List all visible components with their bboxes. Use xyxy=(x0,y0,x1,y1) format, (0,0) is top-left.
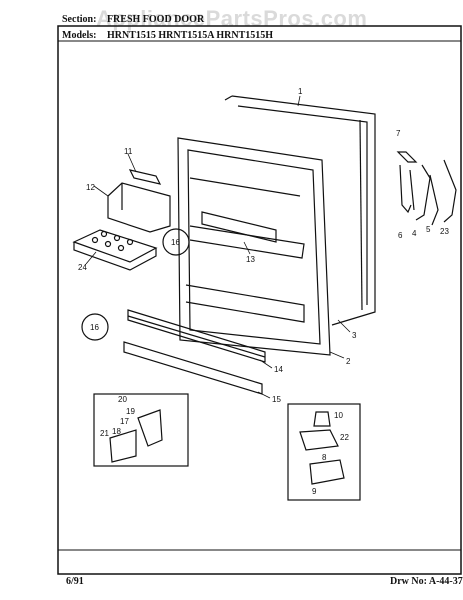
callout-16a: 16 xyxy=(171,238,180,247)
callout-18: 18 xyxy=(112,427,121,436)
lower-door-shelf xyxy=(127,309,266,363)
callout-7: 7 xyxy=(396,129,401,138)
door-liner xyxy=(177,137,331,356)
callout-20: 20 xyxy=(118,395,127,404)
door-stop-brackets xyxy=(396,151,457,226)
footer-date: 6/91 xyxy=(66,576,84,587)
watermark: AppliancePartsPros.com xyxy=(96,6,368,31)
sheet-frame xyxy=(57,25,462,575)
callout-8: 8 xyxy=(322,453,327,462)
section-value: FRESH FOOD DOOR xyxy=(106,14,205,25)
callout-21: 21 xyxy=(100,429,109,438)
callout-6: 6 xyxy=(398,231,403,240)
door-shelf xyxy=(201,211,277,243)
models-label: Models: xyxy=(62,30,97,41)
callout-15: 15 xyxy=(272,395,281,404)
callout-3: 3 xyxy=(352,331,357,340)
callout-1: 1 xyxy=(298,87,303,96)
dairy-cover xyxy=(107,182,171,233)
callout-11: 11 xyxy=(124,147,133,156)
callout-22: 22 xyxy=(340,433,349,442)
footer-drawing-number: Drw No: A-44-37 xyxy=(390,576,463,587)
callout-23: 23 xyxy=(440,227,449,236)
egg-tray xyxy=(72,229,158,271)
section-row: Section: FRESH FOOD DOOR xyxy=(62,14,204,25)
callout-9: 9 xyxy=(312,487,317,496)
callout-2: 2 xyxy=(346,357,351,366)
bottom-hinge-inset xyxy=(93,393,189,467)
dairy-handle xyxy=(128,169,162,185)
callout-5: 5 xyxy=(426,225,431,234)
models-value: HRNT1515 HRNT1515A HRNT1515H xyxy=(106,30,274,41)
callout-17: 17 xyxy=(120,417,129,426)
section-label: Section: xyxy=(62,14,97,25)
leader-lines xyxy=(85,95,351,399)
callout-10: 10 xyxy=(334,411,343,420)
callout-13: 13 xyxy=(246,255,255,264)
callout-12: 12 xyxy=(86,183,95,192)
top-hinge-inset xyxy=(287,403,361,501)
callout-labels: 1 2 3 4 5 6 7 8 9 10 11 12 13 14 15 16 1… xyxy=(78,87,449,496)
callout-14: 14 xyxy=(274,365,283,374)
callout-4: 4 xyxy=(412,229,417,238)
detail-callout-circles xyxy=(81,228,190,341)
callout-16b: 16 xyxy=(90,323,99,332)
callout-24: 24 xyxy=(78,263,87,272)
callout-19: 19 xyxy=(126,407,135,416)
door-gasket xyxy=(224,95,376,326)
models-row: Models: HRNT1515 HRNT1515A HRNT1515H xyxy=(62,30,273,41)
